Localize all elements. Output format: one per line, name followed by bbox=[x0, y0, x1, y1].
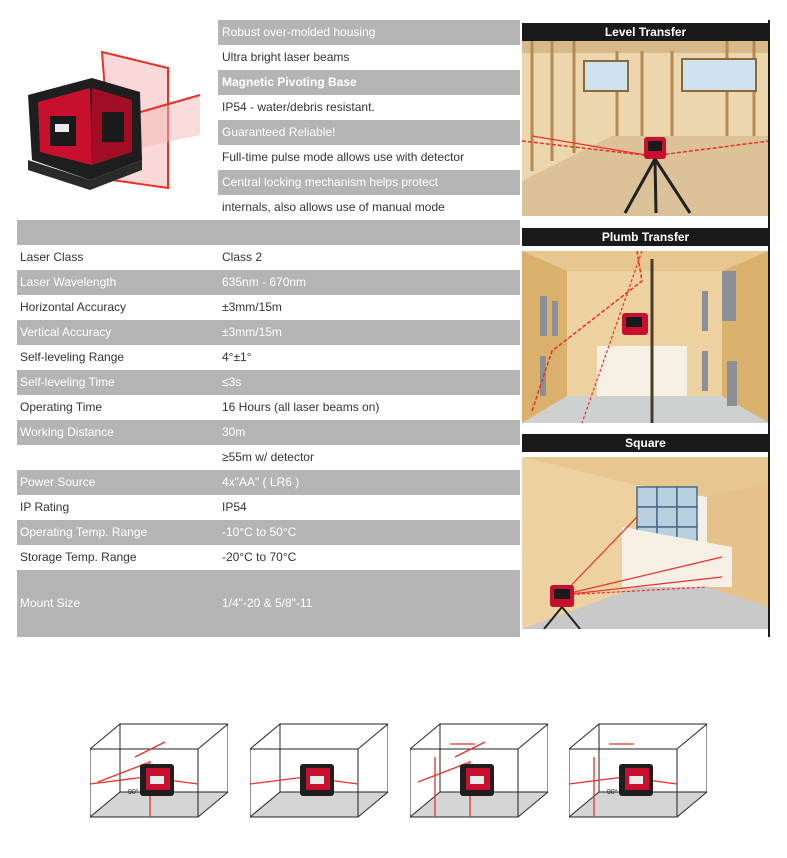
spec-label: Self-leveling Time bbox=[20, 375, 115, 389]
spec-value: ≥55m w/ detector bbox=[222, 450, 314, 464]
plumb-transfer-image bbox=[522, 251, 769, 423]
feature-item: Full-time pulse mode allows use with det… bbox=[218, 145, 520, 170]
spec-label: Vertical Accuracy bbox=[20, 325, 112, 339]
cube-diagram-1: 90° bbox=[90, 723, 228, 818]
spec-label: Horizontal Accuracy bbox=[20, 300, 127, 314]
spec-value: Class 2 bbox=[222, 250, 263, 264]
spec-row: Vertical Accuracy ±3mm/15m bbox=[17, 320, 520, 345]
spec-value: 1/4"-20 & 5/8"-11 bbox=[222, 596, 313, 610]
spec-value: ≤3s bbox=[222, 375, 242, 389]
feature-item: Magnetic Pivoting Base bbox=[218, 70, 520, 95]
panel-title-level-transfer: Level Transfer bbox=[522, 23, 769, 41]
spec-value: 635nm - 670nm bbox=[222, 275, 307, 289]
spec-label: IP Rating bbox=[20, 500, 70, 514]
panel-border bbox=[768, 20, 770, 637]
spec-row: Storage Temp. Range -20°C to 70°C bbox=[17, 545, 520, 570]
cube-diagram-3 bbox=[410, 723, 548, 818]
feature-item: Ultra bright laser beams bbox=[218, 45, 520, 70]
spec-row: Self-leveling Time ≤3s bbox=[17, 370, 520, 395]
spec-label: Laser Wavelength bbox=[20, 275, 117, 289]
spec-label: Working Distance bbox=[20, 425, 114, 439]
spec-value: -10°C to 50°C bbox=[222, 525, 297, 539]
feature-item: Guaranteed Reliable! bbox=[218, 120, 520, 145]
product-image bbox=[28, 50, 201, 190]
spec-value: ±3mm/15m bbox=[222, 300, 282, 314]
panel-title-plumb-transfer: Plumb Transfer bbox=[522, 228, 769, 246]
spec-value: 4x"AA" ( LR6 ) bbox=[222, 475, 300, 489]
feature-item: IP54 - water/debris resistant. bbox=[218, 95, 520, 120]
spec-row bbox=[17, 220, 520, 245]
spec-value: IP54 bbox=[222, 500, 247, 514]
spec-row: IP Rating IP54 bbox=[17, 495, 520, 520]
level-transfer-image bbox=[522, 41, 769, 216]
cube-diagram-2 bbox=[250, 723, 388, 818]
cube-diagram-4: 90° bbox=[569, 723, 707, 818]
spec-row: Laser Wavelength 635nm - 670nm bbox=[17, 270, 520, 295]
spec-label: Mount Size bbox=[20, 596, 81, 610]
spec-row: Operating Temp. Range -10°C to 50°C bbox=[17, 520, 520, 545]
feature-item: Central locking mechanism helps protect bbox=[218, 170, 520, 195]
angle-label: 90° bbox=[607, 788, 618, 796]
spec-label: Power Source bbox=[20, 475, 96, 489]
feature-item: internals, also allows use of manual mod… bbox=[218, 195, 520, 220]
spec-row: Self-leveling Range 4°±1° bbox=[17, 345, 520, 370]
spec-value: ±3mm/15m bbox=[222, 325, 282, 339]
square-image bbox=[522, 457, 769, 629]
spec-label: Laser Class bbox=[20, 250, 84, 264]
spec-row: Working Distance 30m bbox=[17, 420, 520, 445]
spec-row: ≥55m w/ detector bbox=[17, 445, 520, 470]
spec-label: Storage Temp. Range bbox=[20, 550, 137, 564]
spec-row: Horizontal Accuracy ±3mm/15m bbox=[17, 295, 520, 320]
spec-label: Operating Temp. Range bbox=[20, 525, 148, 539]
spec-label: Self-leveling Range bbox=[20, 350, 125, 364]
angle-label: 90° bbox=[128, 788, 139, 796]
spec-value: 16 Hours (all laser beams on) bbox=[222, 400, 380, 414]
spec-value: -20°C to 70°C bbox=[222, 550, 297, 564]
spec-row: Mount Size 1/4"-20 & 5/8"-11 bbox=[17, 570, 520, 637]
spec-value: 30m bbox=[222, 425, 246, 439]
spec-row: Operating Time 16 Hours (all laser beams … bbox=[17, 395, 520, 420]
spec-row: Power Source 4x"AA" ( LR6 ) bbox=[17, 470, 520, 495]
panel-title-square: Square bbox=[522, 434, 769, 452]
spec-value: 4°±1° bbox=[222, 350, 252, 364]
feature-item: Robust over-molded housing bbox=[218, 20, 520, 45]
spec-label: Operating Time bbox=[20, 400, 103, 414]
spec-row: Laser Class Class 2 bbox=[17, 245, 520, 270]
